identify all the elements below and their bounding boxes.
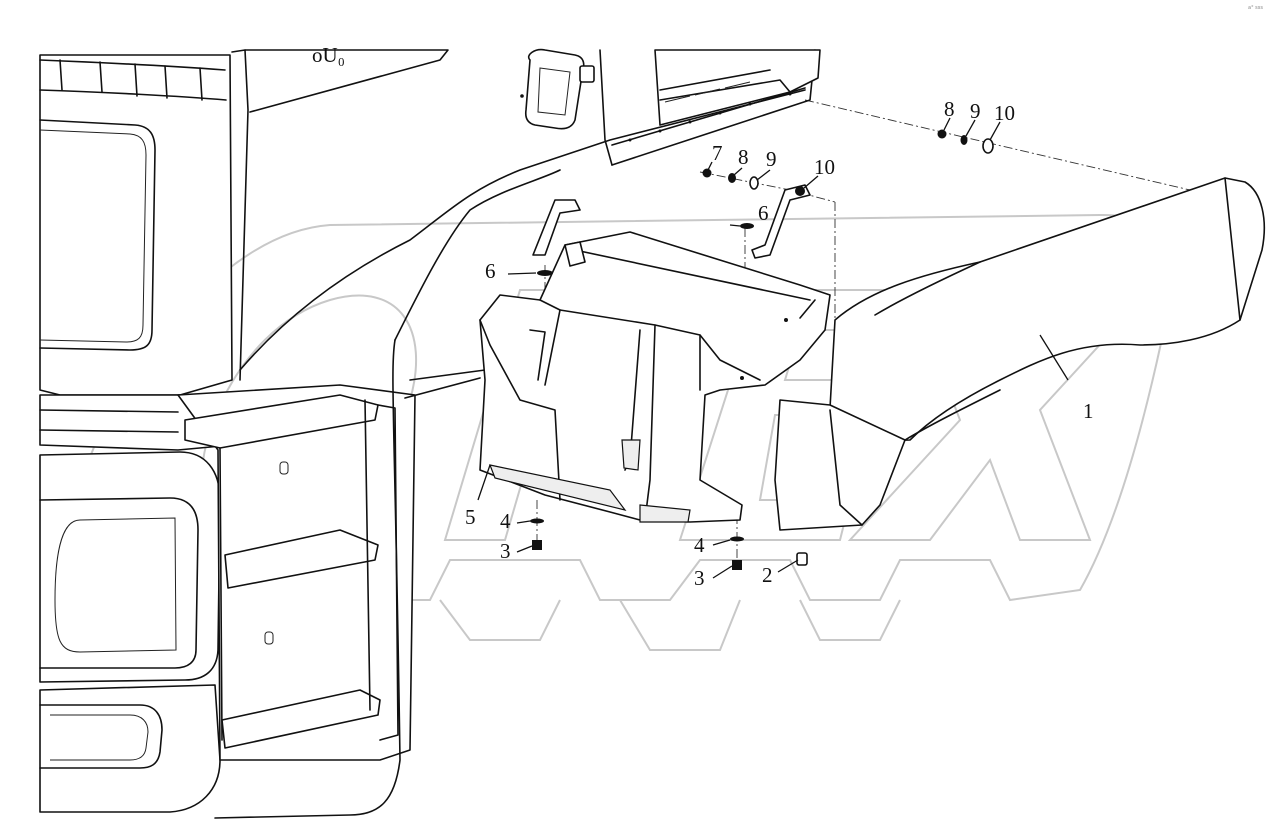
part-4-washer-right-icon (730, 536, 744, 542)
callout-9-upper: 9 (970, 99, 981, 123)
cab-door-rear (520, 48, 821, 166)
part-4-washer-left-icon (530, 518, 544, 524)
callout-1: 1 (1083, 399, 1094, 423)
step-ladder (177, 384, 416, 761)
mounting-bracket-right (751, 184, 811, 259)
part-8-washer-b-icon (937, 129, 947, 139)
part-9-lockwasher-a-icon (749, 176, 759, 190)
cab-body: oU₀ (39, 43, 449, 813)
part-3-bolt-right-icon (732, 560, 742, 570)
corner-mark: a° sss (1248, 5, 1263, 11)
callout-8-lower: 8 (738, 145, 749, 169)
part-2-clip-icon (796, 552, 808, 566)
callout-3-left: 3 (500, 539, 511, 563)
leader-lines (477, 117, 1069, 579)
callout-8-upper: 8 (944, 97, 955, 121)
part-6-washer-left-icon (537, 270, 553, 276)
callout-2: 2 (762, 563, 773, 587)
callout-10-upper: 10 (994, 101, 1015, 125)
part-9-lockwasher-b-icon (960, 135, 968, 145)
callout-10-lower: 10 (814, 155, 835, 179)
fasteners (530, 129, 994, 570)
callout-5: 5 (465, 505, 476, 529)
part-10-nut-b-icon (982, 138, 994, 154)
front-wheel-arch (214, 89, 806, 819)
callout-6-right: 6 (758, 201, 769, 225)
mounting-bracket-left (532, 199, 586, 267)
callout-6-left: 6 (485, 259, 496, 283)
svg-text:oU₀: oU₀ (312, 43, 345, 67)
callout-9-lower: 9 (766, 147, 777, 171)
callout-3-right: 3 (694, 566, 705, 590)
callout-labels: 1 2 3 3 4 4 5 6 6 7 8 9 10 8 9 10 (465, 97, 1094, 590)
callout-4-left: 4 (500, 509, 511, 533)
part-3-bolt-left-icon (532, 540, 542, 550)
part-10-nut-a-icon (795, 186, 805, 196)
part-7-nut-icon (702, 168, 712, 178)
part-1-rear-fender (774, 177, 1266, 531)
part-8-washer-a-icon (728, 173, 736, 183)
part-6-washer-right-icon (740, 223, 754, 229)
callout-4-right: 4 (694, 533, 705, 557)
part-5-splash-guard (479, 231, 831, 523)
callout-7: 7 (712, 141, 723, 165)
